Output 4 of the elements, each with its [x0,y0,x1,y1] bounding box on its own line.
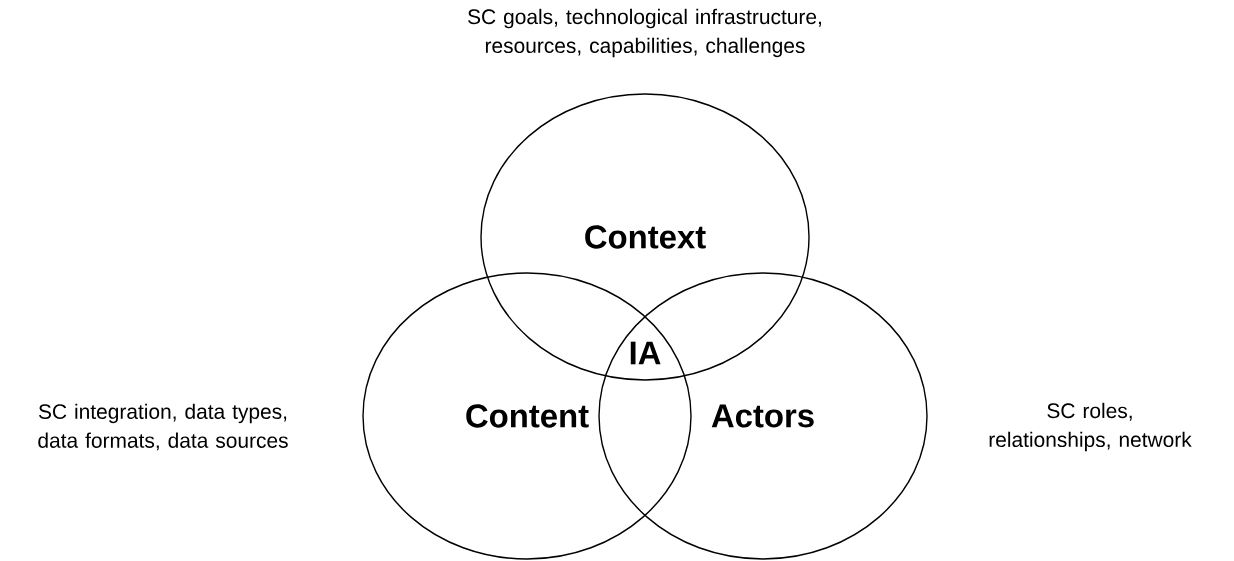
annotation-text: SC integration, data types, data formats, data sources [38,403,288,451]
annotation-text: SC goals, technological infrastructure, resources, capabilities, challenges [468,8,821,58]
annotation-text: SC roles, relationships, network [989,402,1192,452]
overlap-label: IA [630,341,661,365]
